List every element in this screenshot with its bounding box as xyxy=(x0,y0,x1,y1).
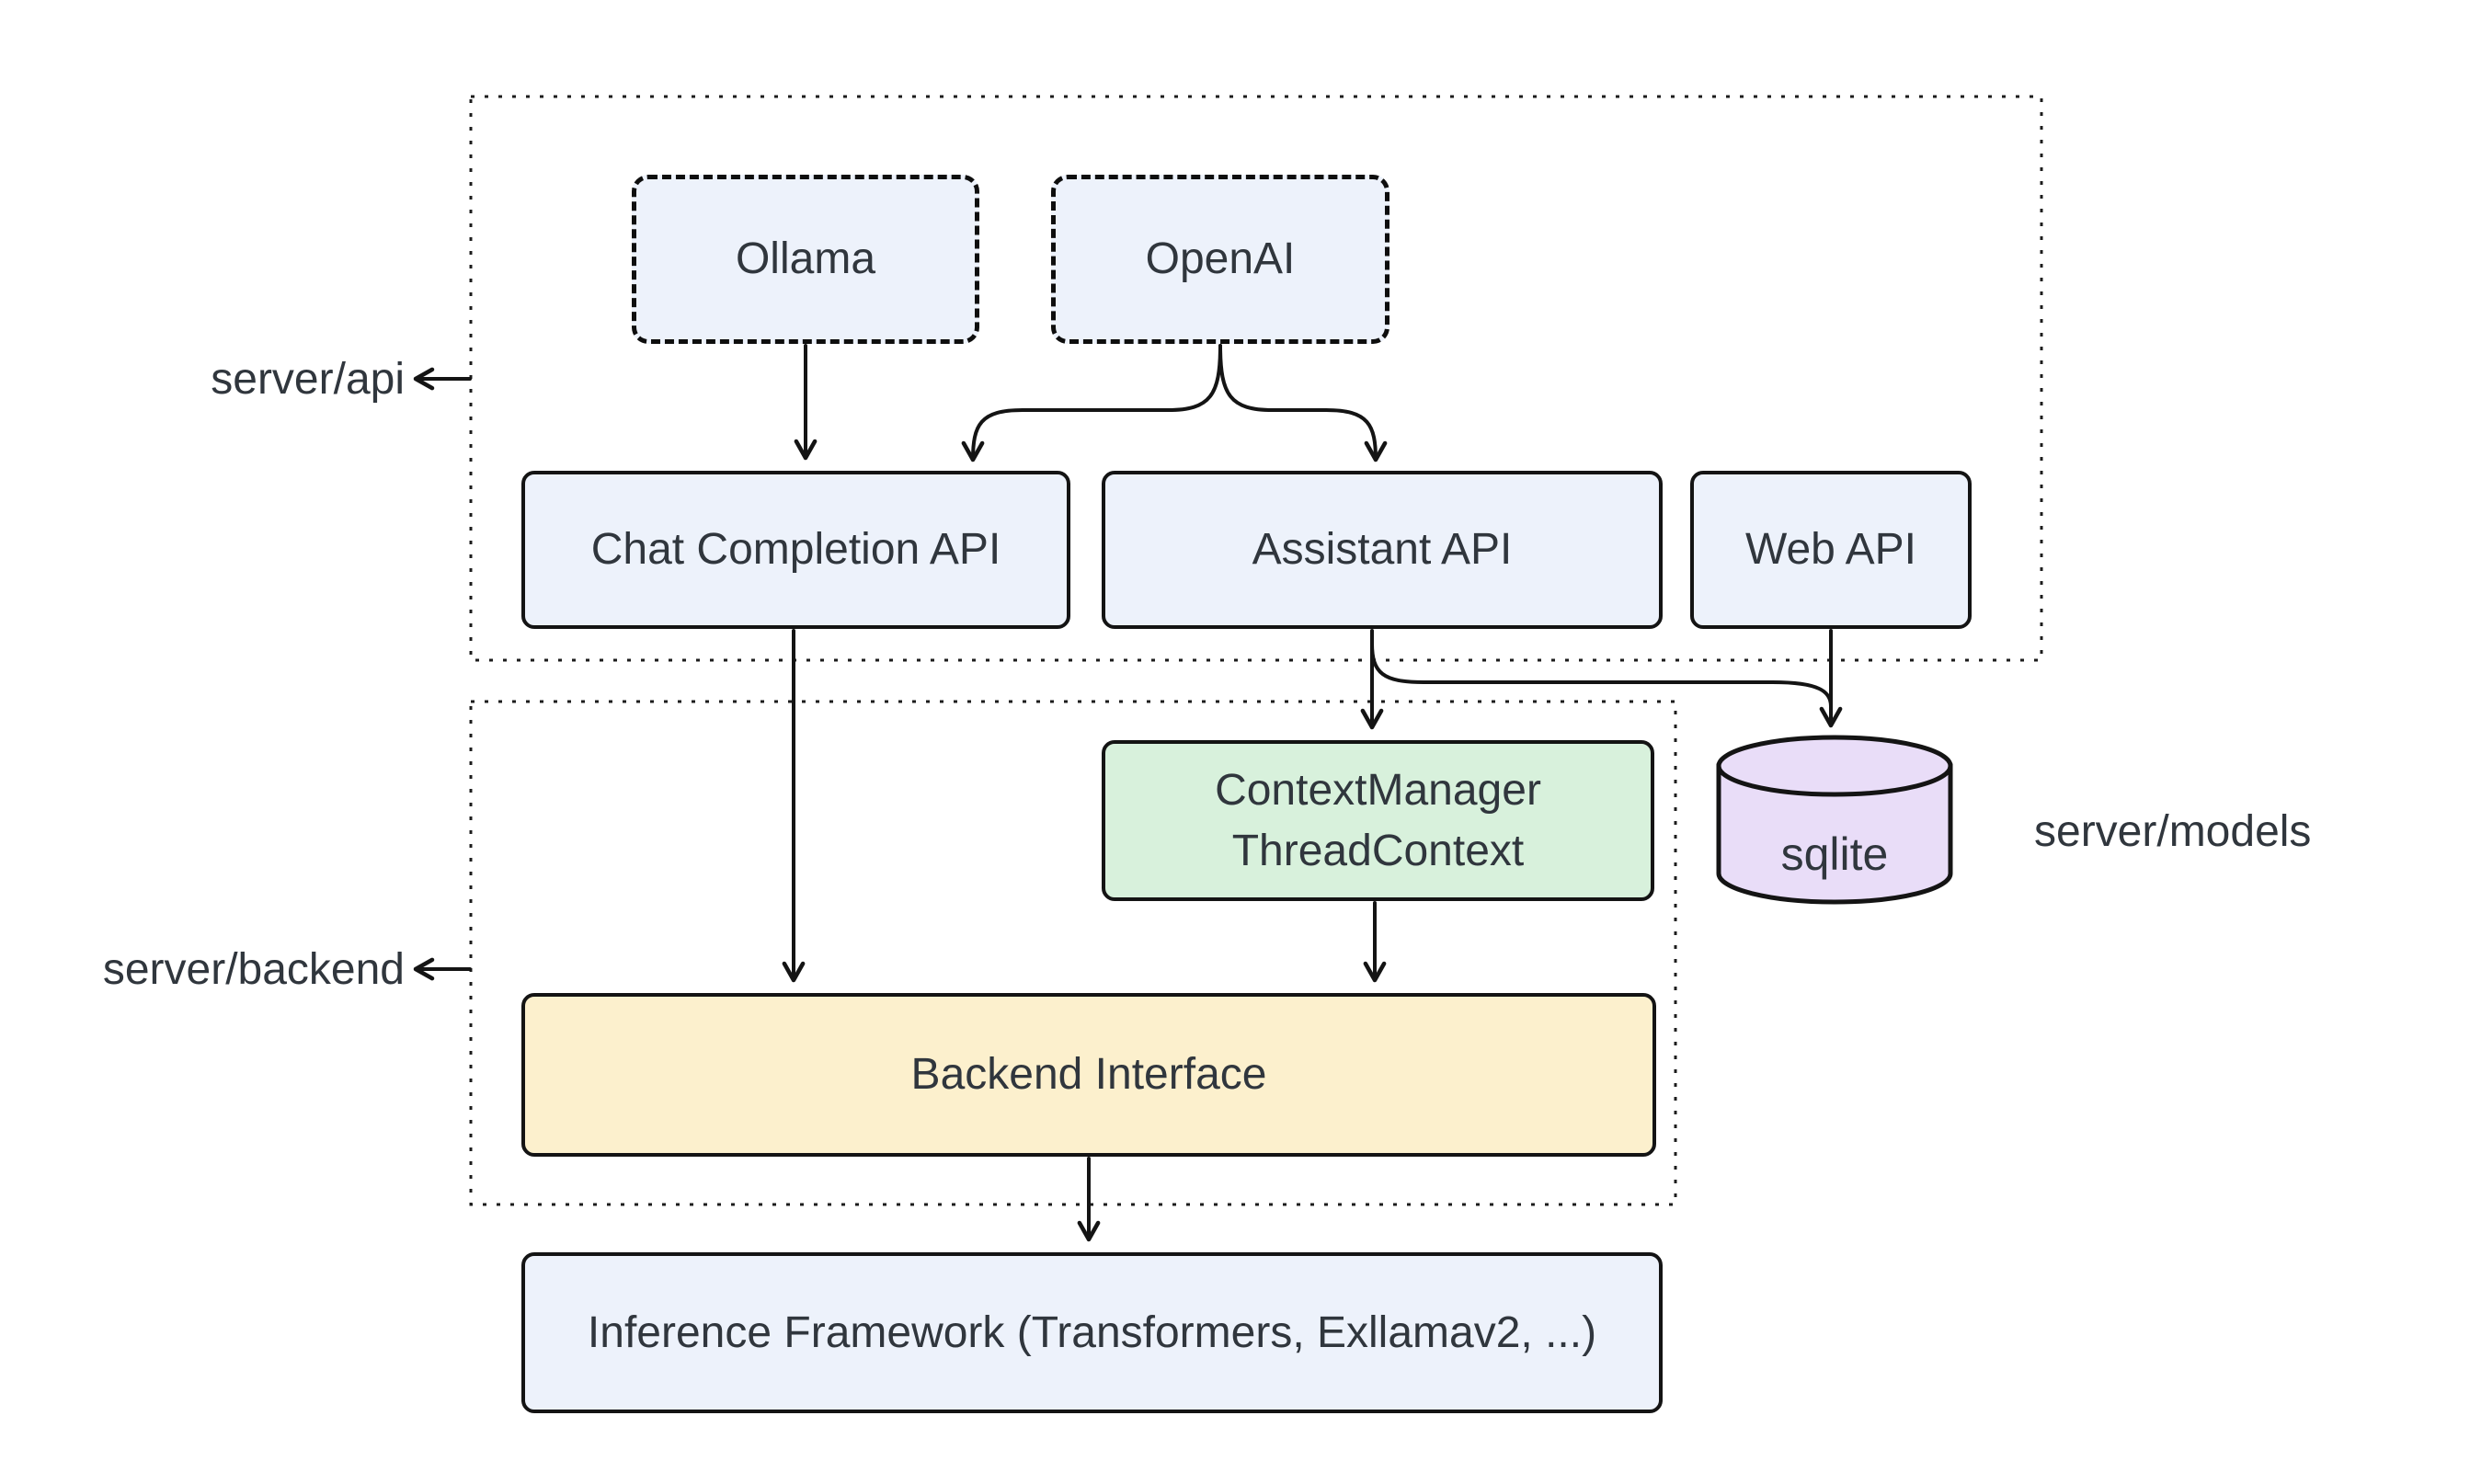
edge-openai-to-assistant xyxy=(1218,344,1388,462)
node-backend-interface: Backend Interface xyxy=(521,993,1656,1157)
node-sqlite-label: sqlite xyxy=(1780,828,1889,880)
node-chat-completion-api-label: Chat Completion API xyxy=(590,525,1001,574)
node-context-manager-line2: ThreadContext xyxy=(1231,826,1525,875)
node-inference-framework: Inference Framework (Transformers, Exlla… xyxy=(521,1252,1663,1413)
node-ollama-label: Ollama xyxy=(735,234,876,283)
server-models-label: server/models xyxy=(2034,807,2312,856)
node-context-manager: ContextManager ThreadContext xyxy=(1102,740,1654,901)
node-assistant-api: Assistant API xyxy=(1102,471,1663,629)
node-backend-interface-label: Backend Interface xyxy=(910,1050,1267,1099)
node-chat-completion-api: Chat Completion API xyxy=(521,471,1070,629)
sqlite-cylinder xyxy=(1716,735,1953,905)
node-ollama: Ollama xyxy=(632,175,979,344)
server-api-label: server/api xyxy=(211,355,405,404)
node-openai-label: OpenAI xyxy=(1145,234,1296,283)
edge-assistant-to-sqlite xyxy=(1370,642,1833,708)
server-backend-label: server/backend xyxy=(102,945,405,994)
edge-openai-to-chat-completion xyxy=(961,344,1222,462)
node-web-api-label: Web API xyxy=(1745,525,1916,574)
node-web-api: Web API xyxy=(1690,471,1972,629)
node-openai: OpenAI xyxy=(1051,175,1389,344)
node-context-manager-line1: ContextManager xyxy=(1215,765,1541,815)
node-inference-framework-label: Inference Framework (Transformers, Exlla… xyxy=(587,1307,1597,1357)
node-assistant-api-label: Assistant API xyxy=(1252,525,1513,574)
